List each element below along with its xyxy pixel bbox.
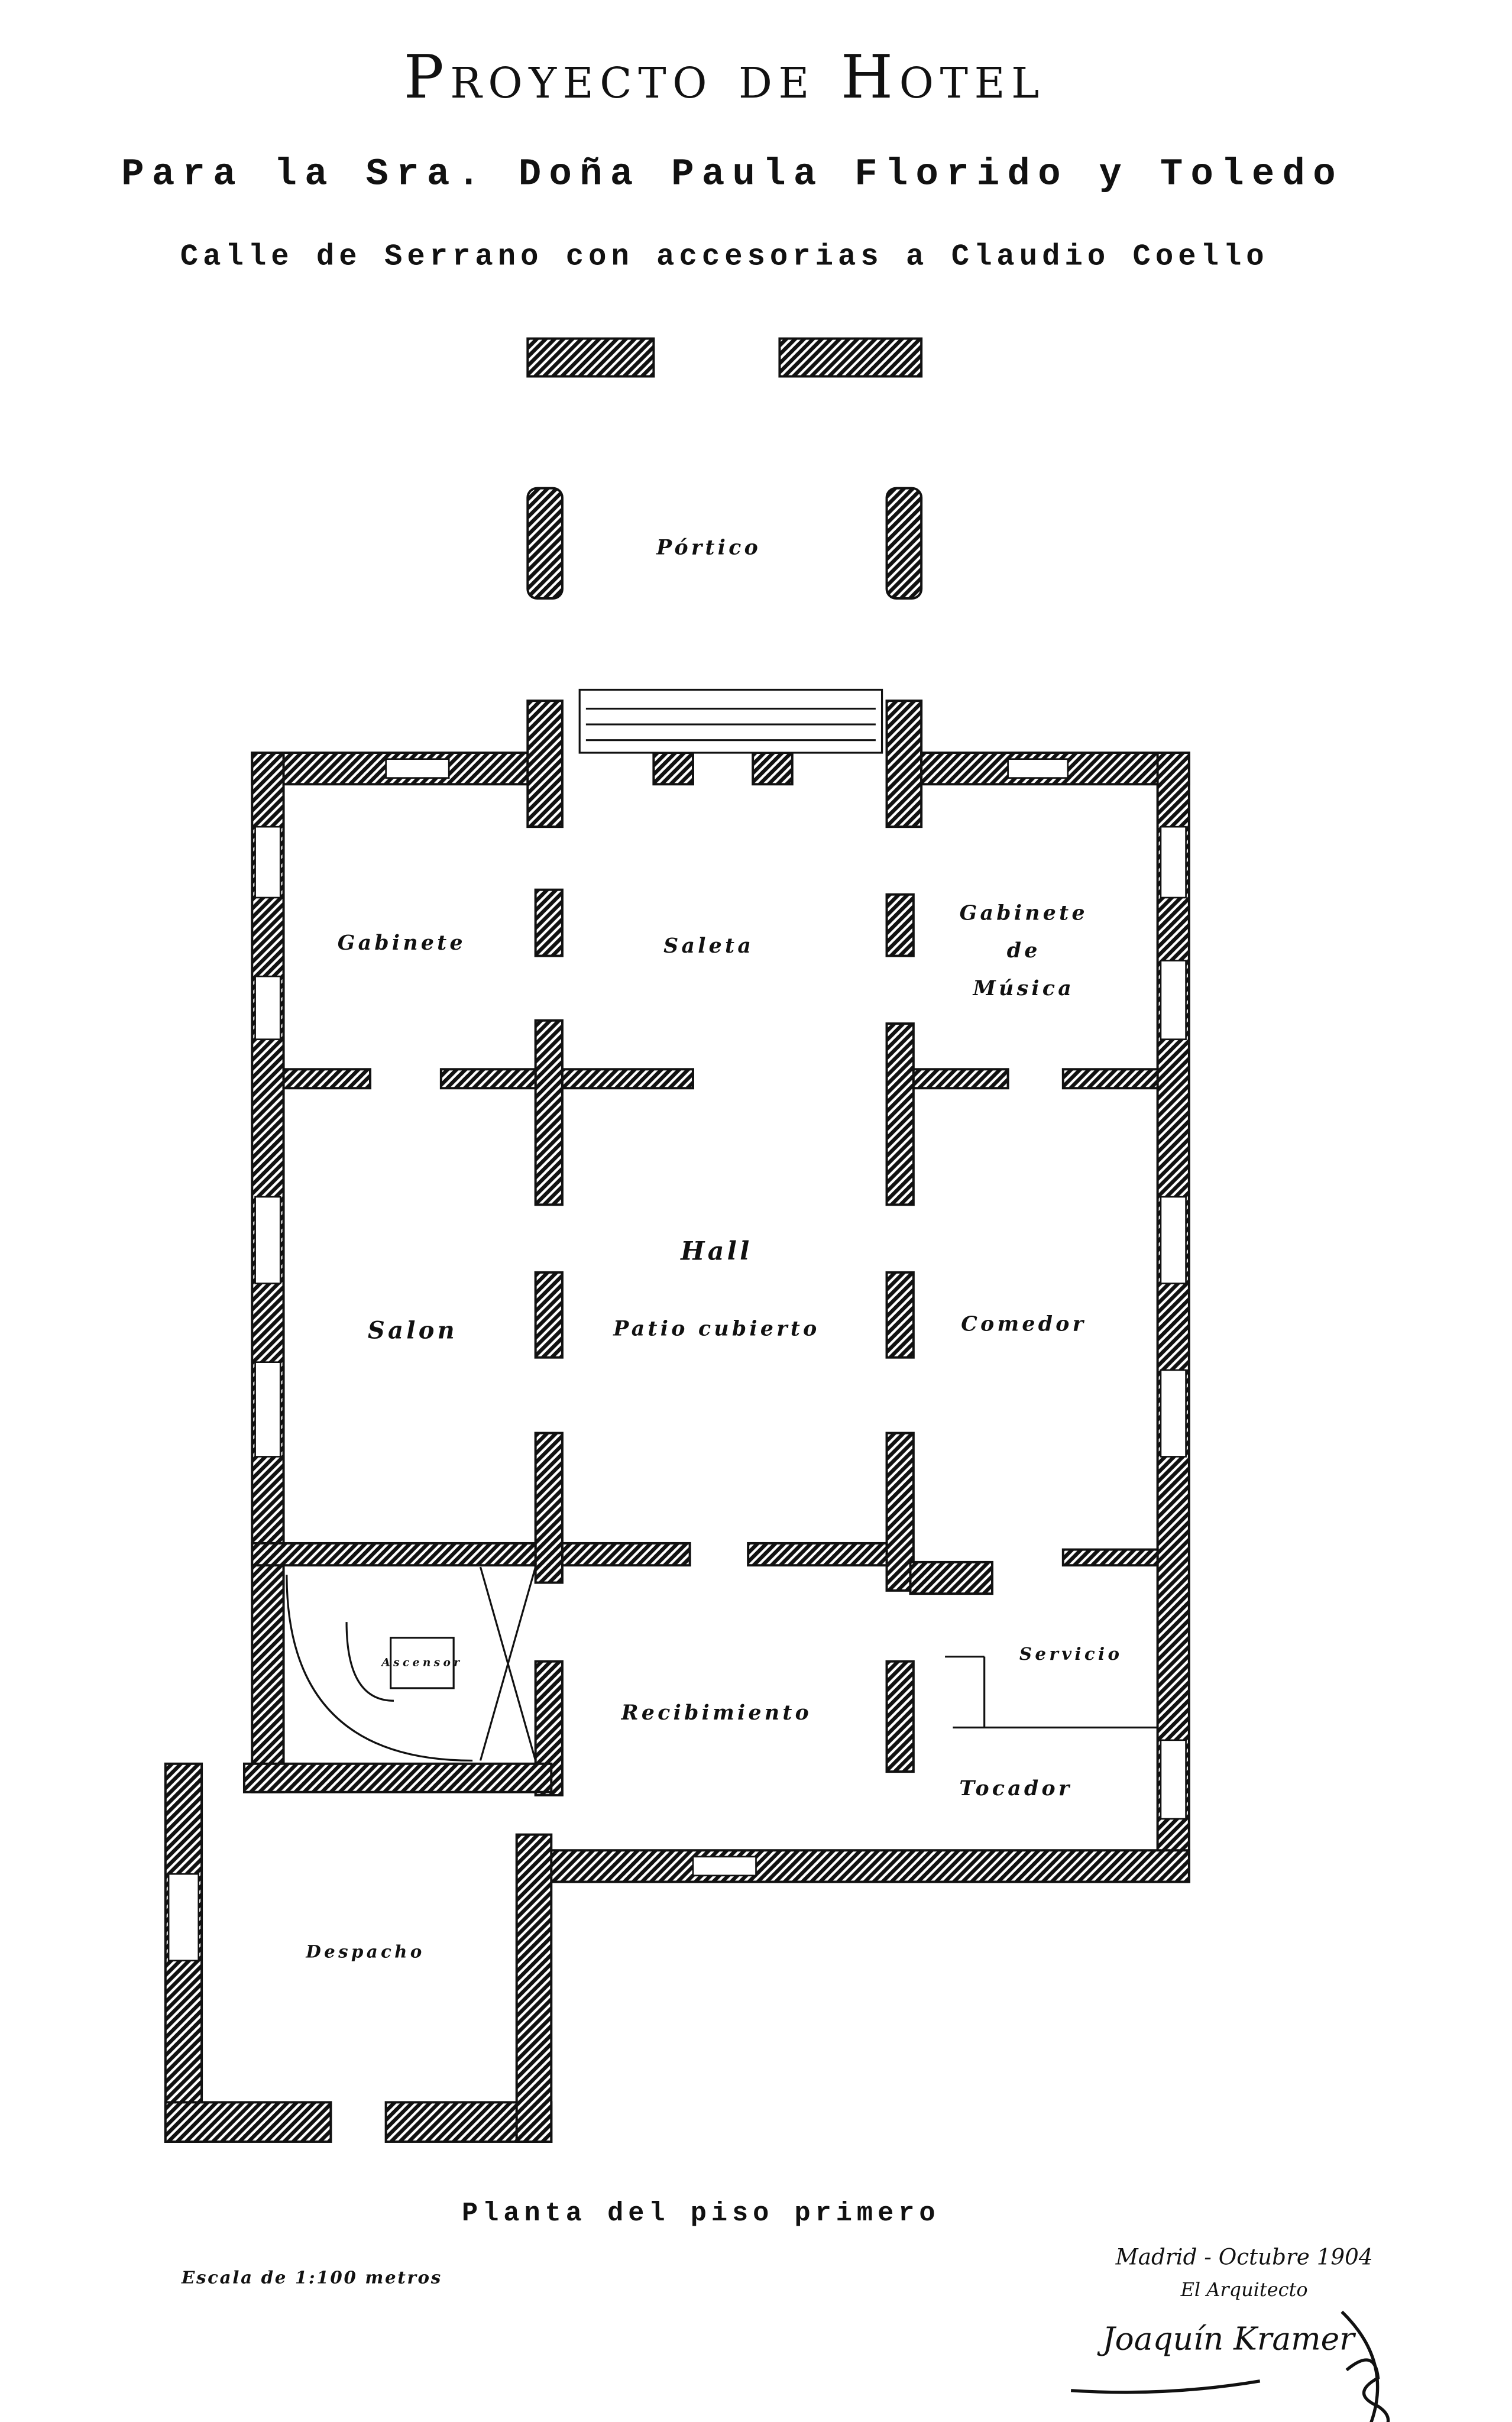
architect-signature: Madrid - Octubre 1904 El Arquitecto Joaq…: [1070, 2244, 1390, 2422]
signature-name: Joaquín Kramer: [1097, 2320, 1356, 2357]
windows: [167, 758, 1187, 1962]
room-label-recibimiento: Recibimiento: [621, 1701, 812, 1725]
drawing-subtitle: Para la Sra. Doña Paula Florido y Toledo: [121, 154, 1343, 196]
room-label-ascensor: Ascensor: [380, 1656, 462, 1669]
staircase: [286, 1566, 1158, 1762]
entrance-steps: [578, 688, 883, 754]
room-label-saleta: Saleta: [663, 934, 754, 958]
room-label-gabinete-musica: de: [1007, 938, 1041, 963]
room-label-comedor: Comedor: [961, 1312, 1086, 1336]
room-label-salon: Salon: [368, 1317, 458, 1345]
room-label-servicio: Servicio: [1019, 1643, 1122, 1664]
drawing-address: Calle de Serrano con accesorias a Claudi…: [180, 240, 1269, 274]
walls: [164, 337, 1190, 2143]
room-label-portico: Pórtico: [656, 535, 761, 559]
room-label-gabinete: Gabinete: [338, 931, 466, 955]
room-label-gabinete-musica: Gabinete: [960, 901, 1088, 925]
room-label-patio: Patio cubierto: [613, 1316, 820, 1340]
room-label-hall: Hall: [680, 1237, 753, 1267]
signature-flourish: [1070, 2310, 1390, 2422]
plan-title: Planta del piso primero: [462, 2198, 940, 2229]
drawing-title: Proyecto de Hotel: [404, 42, 1045, 112]
room-label-tocador: Tocador: [959, 1776, 1072, 1801]
room-label-gabinete-musica: Música: [972, 976, 1074, 1000]
scale-note: Escala de 1:100 metros: [181, 2267, 442, 2288]
signature-role: El Arquitecto: [1180, 2278, 1308, 2301]
room-label-despacho: Despacho: [305, 1941, 425, 1961]
signature-date: Madrid - Octubre 1904: [1115, 2244, 1373, 2270]
